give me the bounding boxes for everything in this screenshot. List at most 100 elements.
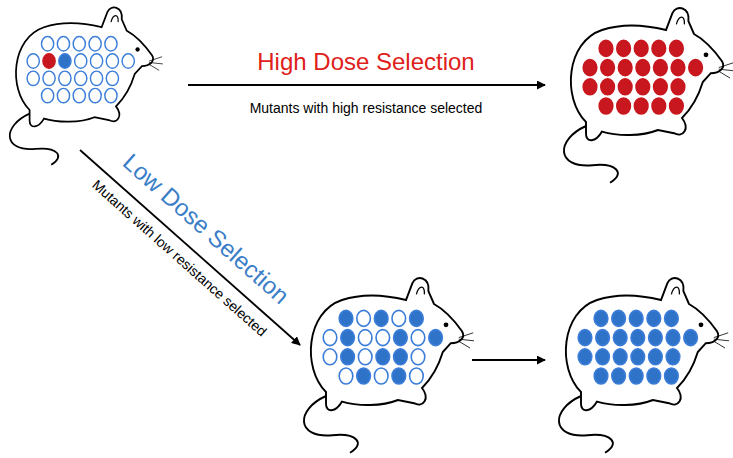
bacterium <box>341 349 355 365</box>
bacterium <box>323 330 337 346</box>
bacterium <box>596 349 610 365</box>
bacterium <box>341 330 355 346</box>
bacterium <box>599 98 613 114</box>
bacterium <box>596 330 610 346</box>
bacterium <box>578 349 592 365</box>
bacterium <box>634 98 648 114</box>
bacterium <box>339 368 353 384</box>
mouse-eye <box>135 47 139 51</box>
bacterium <box>594 310 608 326</box>
bacterium <box>631 330 645 346</box>
mouse-figure <box>559 278 729 453</box>
bacterium <box>41 37 53 51</box>
bacterium <box>75 54 87 68</box>
bacterium <box>27 71 39 85</box>
mouse-body <box>311 278 463 410</box>
selection-arrow <box>80 150 300 345</box>
bacterium <box>612 368 626 384</box>
selection-note: Mutants with high resistance selected <box>250 100 483 116</box>
bacterium <box>601 79 615 95</box>
selection-arrow <box>188 84 545 86</box>
bacterium <box>73 37 85 51</box>
mouse-whiskers <box>458 333 474 348</box>
bacterium <box>666 330 680 346</box>
bacterium <box>394 349 408 365</box>
bacterium <box>671 60 685 76</box>
bacterium <box>654 79 668 95</box>
bacterium <box>339 310 353 326</box>
bacterium <box>392 368 406 384</box>
bacterium <box>89 88 101 102</box>
bacterium <box>376 349 390 365</box>
bacterium <box>59 54 71 68</box>
bacterium <box>43 54 55 68</box>
bacterium <box>374 368 388 384</box>
bacterium <box>601 60 615 76</box>
bacterium <box>689 60 703 76</box>
bacterium <box>105 88 117 102</box>
bacterium <box>652 40 666 56</box>
bacterium <box>617 98 631 114</box>
mouse-ear <box>671 287 679 294</box>
bacterium <box>583 60 597 76</box>
bacterium <box>89 37 101 51</box>
bacterium <box>665 368 679 384</box>
bacterium <box>631 349 645 365</box>
mouse-eye <box>699 322 704 327</box>
bacterium <box>618 79 632 95</box>
bacterium <box>41 88 53 102</box>
mouse-body <box>566 278 718 410</box>
bacterium <box>654 60 668 76</box>
bacterium <box>636 79 650 95</box>
bacterium <box>649 349 663 365</box>
selection-title: High Dose Selection <box>257 48 474 76</box>
bacterium <box>357 368 371 384</box>
mouse-whiskers <box>148 57 162 71</box>
mouse-body <box>16 7 153 126</box>
bacterium <box>394 330 408 346</box>
bacterium <box>629 368 643 384</box>
bacterium <box>59 71 71 85</box>
bacterium <box>323 349 337 365</box>
mouse-figure <box>564 8 733 183</box>
mouse-whiskers <box>713 333 729 348</box>
bacterium <box>410 310 424 326</box>
bacterium <box>636 60 650 76</box>
bacterium <box>75 71 87 85</box>
bacterium <box>647 310 661 326</box>
bacterium <box>629 310 643 326</box>
bacterium <box>90 54 102 68</box>
bacterium <box>613 349 627 365</box>
bacterium <box>392 310 406 326</box>
bacterium <box>665 310 679 326</box>
bacterium <box>671 79 685 95</box>
mouse-body <box>571 8 723 140</box>
bacterium <box>357 310 371 326</box>
bacterium <box>649 330 663 346</box>
bacterium <box>358 330 372 346</box>
bacterium <box>27 54 39 68</box>
mouse-ear <box>416 287 424 294</box>
bacterium <box>57 88 69 102</box>
bacterium <box>73 88 85 102</box>
bacterium <box>670 98 684 114</box>
mouse-eye <box>444 322 449 327</box>
bacterium <box>634 40 648 56</box>
bacterium <box>43 71 55 85</box>
bacterium <box>666 349 680 365</box>
bacterium <box>617 40 631 56</box>
bacterium <box>618 60 632 76</box>
mouse-whiskers <box>718 63 733 78</box>
bacterium <box>106 71 118 85</box>
mouse-ear <box>676 17 684 24</box>
growth-arrow <box>472 359 545 361</box>
bacterium <box>358 349 372 365</box>
bacterium <box>684 330 698 346</box>
bacterium <box>583 79 597 95</box>
bacterium <box>374 310 388 326</box>
bacterium <box>594 368 608 384</box>
bacterium <box>122 54 134 68</box>
bacterium <box>57 37 69 51</box>
bacterium <box>90 71 102 85</box>
bacterium <box>652 98 666 114</box>
